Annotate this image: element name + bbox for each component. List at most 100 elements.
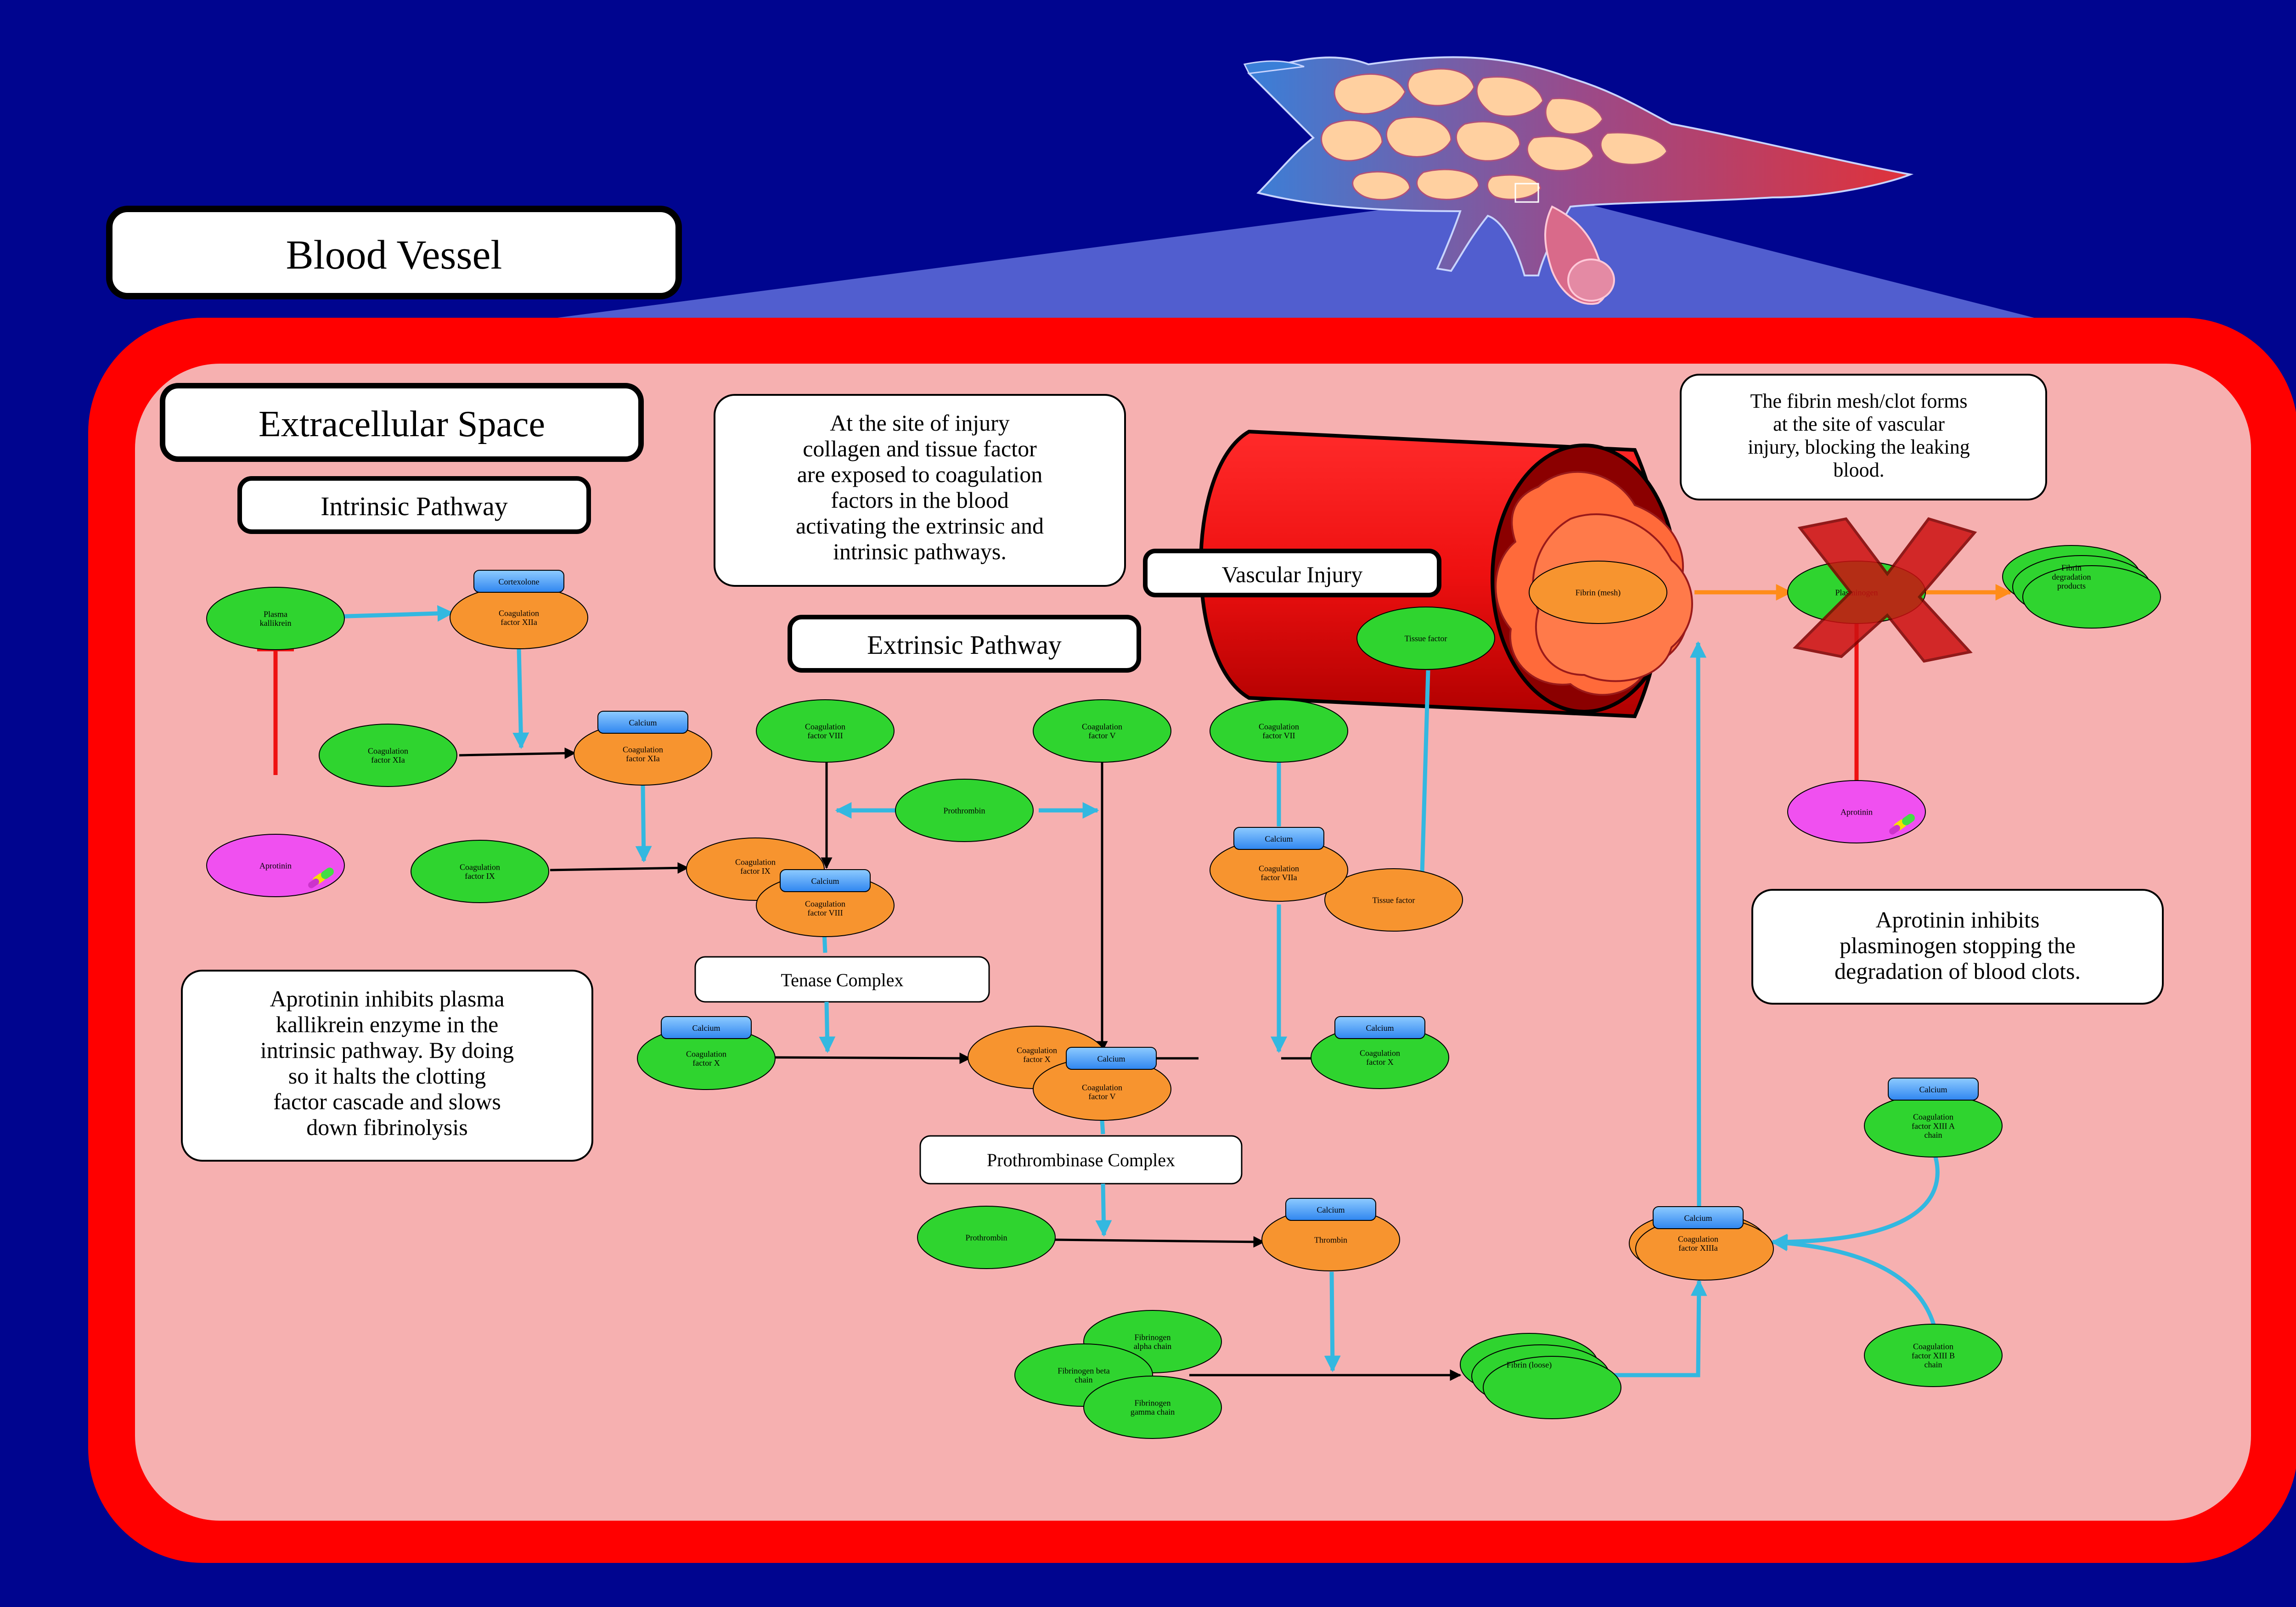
injury-note-box (714, 394, 1126, 587)
pill-icon (1889, 814, 1915, 835)
badge-label: Calcium (1097, 1054, 1125, 1063)
node-label: Fibrin (loose) (1507, 1360, 1552, 1370)
edge-thrombin-to-fibrin (1324, 1271, 1341, 1372)
badge-calcium: Calcium (1233, 827, 1324, 850)
edge-ix-to-ixa (550, 862, 689, 874)
edge-xiiia-chain-b (1771, 1235, 1938, 1332)
pathway-edges (257, 584, 2012, 1381)
node-label: Prothrombin (965, 1233, 1007, 1242)
badge-calcium: Calcium (1888, 1078, 1979, 1101)
node-label: Aprotinin (1840, 807, 1873, 816)
badge-calcium: Calcium (1653, 1206, 1744, 1229)
badge-label: Calcium (1366, 1023, 1394, 1033)
tenase-complex-label: Tenase Complex (781, 970, 903, 990)
badge-label: Calcium (629, 718, 657, 727)
prothrombinase-complex-label: Prothrombinase Complex (987, 1150, 1175, 1170)
node-fibrin-loose[interactable]: Fibrin (loose) (1460, 1333, 1621, 1419)
edge-xi-to-xia (459, 747, 576, 759)
node-tissue-factor-bottom[interactable]: Tissue factor (1324, 868, 1463, 932)
edge-fibrin-to-xiiia (1598, 1279, 1707, 1377)
badge-label: Calcium (692, 1023, 720, 1033)
node-tissue-factor-top[interactable]: Tissue factor (1356, 607, 1495, 670)
badge-cortexolone: Cortexolone (473, 570, 564, 593)
blood-vessel-label: Blood Vessel (286, 232, 502, 278)
edge-xiiia-to-mesh (1690, 641, 1707, 1208)
node-prothrombin-mid[interactable]: Prothrombin (895, 779, 1034, 842)
pill-icon (308, 867, 334, 888)
node-aprotinin-right[interactable]: Aprotinin (1787, 780, 1926, 843)
edge-xiia-to-xia (512, 648, 529, 749)
badge-calcium: Calcium (661, 1016, 752, 1039)
node-aprotinin-left[interactable]: Aprotinin (206, 834, 345, 897)
badge-label: Cortexolone (499, 577, 540, 586)
edge-xiiia-chain-a (1771, 1156, 1940, 1250)
tenase-title-box (694, 956, 990, 1003)
vascular-injury-title-box (1143, 549, 1441, 597)
badge-label: Calcium (811, 877, 839, 886)
intrinsic-title-box (237, 476, 591, 534)
node-label: Prothrombin (943, 806, 985, 815)
node-prothrombin-low[interactable]: Prothrombin (917, 1206, 1056, 1269)
aprotinin-kallikrein-note-box (181, 970, 593, 1162)
capillary-network-illustration (459, 56, 2085, 331)
prothrombinase-title-box (919, 1135, 1243, 1185)
node-fibrin-mesh[interactable]: Fibrin (mesh) (1529, 561, 1667, 624)
badge-calcium: Calcium (780, 869, 871, 892)
badge-calcium: Calcium (1285, 1198, 1376, 1221)
extracellular-space-label: Extracellular Space (259, 404, 545, 444)
extrinsic-pathway-label: Extrinsic Pathway (867, 630, 1062, 660)
badge-calcium: Calcium (1334, 1016, 1425, 1039)
node-label: Tissue factor (1405, 634, 1447, 643)
fibrin-note-box (1680, 374, 2047, 500)
node-thrombin[interactable]: Thrombin (1261, 1208, 1400, 1271)
extrinsic-title-box (788, 615, 1141, 673)
node-label: Tissue factor (1373, 895, 1415, 905)
inhibition-cross-icon (1792, 517, 1977, 663)
badge-calcium: Calcium (597, 711, 688, 734)
node-label: Thrombin (1314, 1235, 1347, 1244)
node-label: Aprotinin (259, 861, 292, 870)
vascular-injury-label: Vascular Injury (1222, 562, 1363, 587)
edge-prothrombinase-stub (1100, 1120, 1105, 1135)
